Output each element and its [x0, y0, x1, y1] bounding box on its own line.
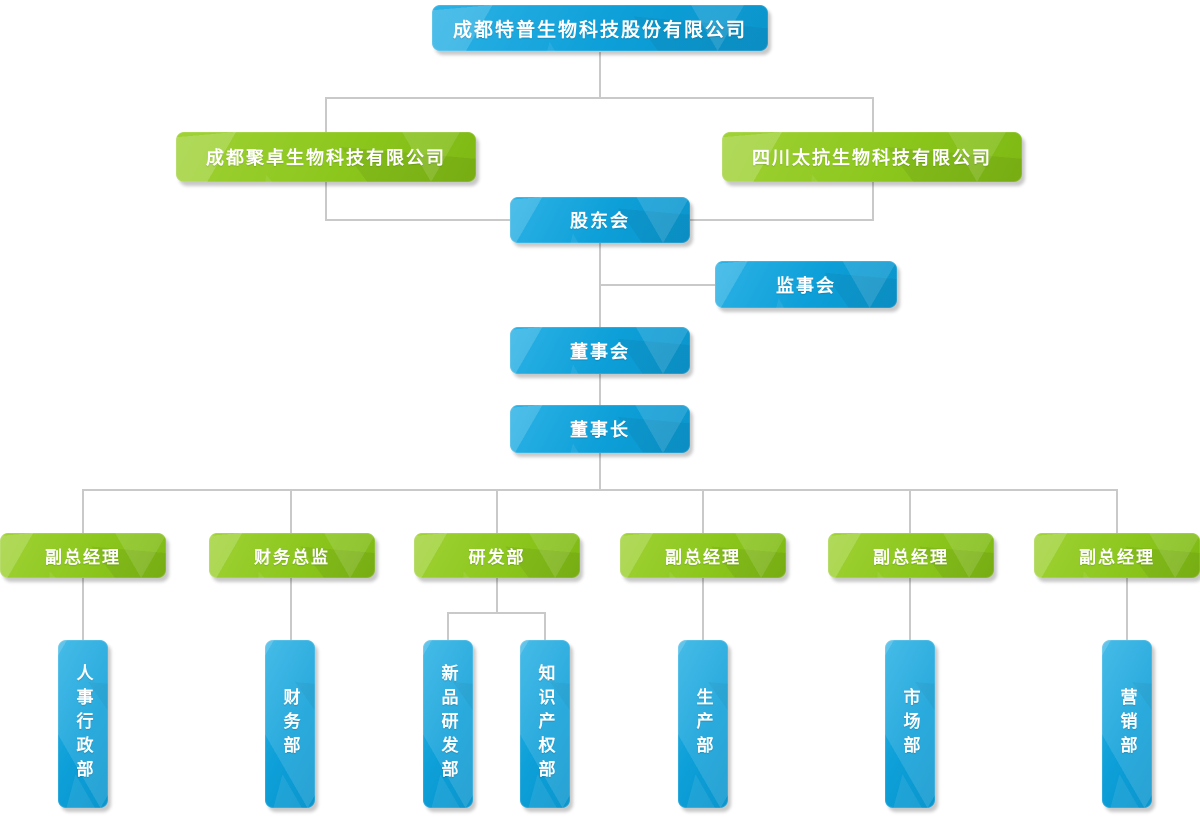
connector-line [496, 489, 498, 534]
node-dept-marketing: 市场部 [885, 640, 935, 808]
node-deputy-gm-3: 副总经理 [828, 533, 994, 578]
connector-line [447, 612, 449, 641]
connector-line [325, 97, 874, 99]
node-dept-production: 生产部 [678, 640, 728, 808]
node-supervisory-board: 监事会 [715, 261, 897, 308]
node-dept-ip: 知识产权部 [520, 640, 570, 808]
node-dept-sales: 营销部 [1102, 640, 1152, 808]
node-shareholders-meeting: 股东会 [510, 197, 690, 243]
connector-line [909, 489, 911, 534]
connector-line [600, 284, 716, 286]
connector-line [599, 52, 601, 98]
connector-line [82, 578, 84, 641]
connector-line [599, 452, 601, 491]
connector-line [599, 374, 601, 406]
node-dept-new-product-rd: 新品研发部 [423, 640, 473, 808]
connector-line [702, 489, 704, 534]
node-board-of-directors: 董事会 [510, 327, 690, 374]
connector-line [1126, 578, 1128, 641]
connector-line [1116, 489, 1118, 534]
node-deputy-gm-2: 副总经理 [620, 533, 786, 578]
connector-line [702, 578, 704, 641]
node-root-company: 成都特普生物科技股份有限公司 [432, 5, 768, 51]
node-rd-department: 研发部 [414, 533, 580, 578]
node-chairman: 董事长 [510, 405, 690, 453]
node-deputy-gm-4: 副总经理 [1034, 533, 1200, 578]
node-dept-hr-admin: 人事行政部 [58, 640, 108, 808]
connector-line [83, 489, 1118, 491]
connector-line [909, 578, 911, 641]
connector-line [447, 612, 546, 614]
connector-line [290, 489, 292, 534]
connector-line [544, 612, 546, 641]
connector-line [290, 578, 292, 641]
connector-line [82, 489, 84, 534]
node-subsidiary-left: 成都聚卓生物科技有限公司 [176, 132, 476, 182]
node-subsidiary-right: 四川太抗生物科技有限公司 [722, 132, 1022, 182]
node-deputy-gm-1: 副总经理 [0, 533, 166, 578]
connector-line [496, 578, 498, 614]
node-finance-director: 财务总监 [209, 533, 375, 578]
node-dept-finance: 财务部 [265, 640, 315, 808]
